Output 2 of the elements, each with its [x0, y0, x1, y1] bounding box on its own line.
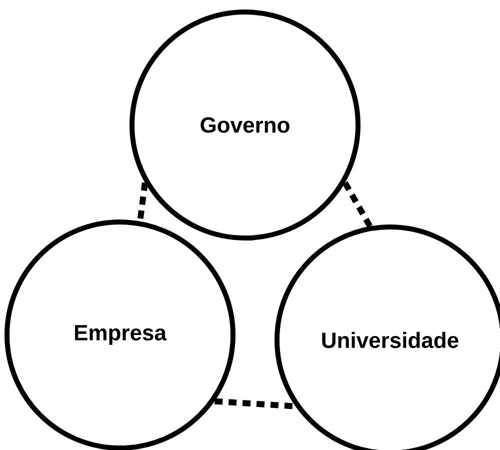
dotted-connector: [137, 182, 148, 222]
dotted-connector: [342, 181, 373, 228]
